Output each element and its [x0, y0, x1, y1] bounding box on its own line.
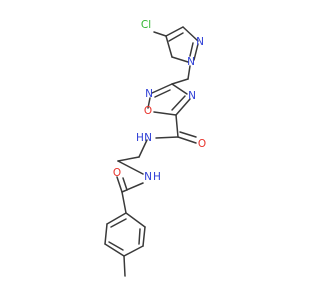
molecule-diagram: Cl N N N O N O H N N H O	[104, 19, 206, 277]
bond-pz-n2-n1	[193, 43, 199, 61]
oxygen-label: O	[144, 105, 152, 117]
bond-cl-c4	[153, 31, 167, 37]
bond-ar-3-4	[123, 245, 144, 257]
bond-n-ch2a	[138, 139, 148, 158]
atom-o-amide-2: O	[113, 167, 121, 179]
bond-ox-o1-c5	[153, 111, 177, 116]
atom-n-pyrazole-1: N	[187, 56, 195, 68]
bond-ar-5-6	[104, 223, 108, 245]
bond-pz-c4-c3-inner	[168, 32, 184, 42]
bond-ox-c3-n2	[151, 83, 173, 94]
atom-nh-amide-2: N H	[144, 171, 161, 183]
h-label: H	[136, 132, 144, 144]
molecule-structure: Cl N N N O N O H N N H O	[104, 19, 206, 277]
bond-ox-n2-o1	[147, 97, 151, 109]
nitrogen-label: N	[144, 132, 152, 144]
bond-camide-o	[177, 136, 197, 144]
bond-ar-1-2	[125, 212, 146, 228]
atom-n-oxadiazole-4: N	[188, 90, 196, 102]
nitrogen-label: N	[144, 171, 152, 183]
bond-ar-2-3	[142, 226, 146, 247]
bond-ar-2-3-inner	[138, 228, 141, 245]
atom-o-amide-1: O	[198, 138, 206, 150]
bond-n-camide2	[121, 182, 144, 193]
bond-pz-c4-c3	[165, 26, 184, 37]
oxygen-label: O	[113, 167, 121, 179]
h-label: H	[153, 171, 161, 183]
bond-c5-camide	[175, 114, 179, 138]
oxygen-label: O	[198, 138, 206, 150]
bond-camide-n	[155, 136, 179, 139]
bond-pz-n2-n1-inner	[189, 42, 194, 57]
atom-cl: Cl	[141, 19, 151, 31]
bond-ar-methyl	[123, 255, 126, 277]
bond-n1-ch2	[187, 65, 191, 80]
nitrogen-label: N	[188, 90, 196, 102]
bond-ar-6-1	[106, 212, 127, 225]
bond-ox-c5-n4	[175, 98, 191, 116]
bond-ch2b-n	[117, 160, 144, 175]
atom-nh-amide-1: H N	[136, 132, 152, 144]
nitrogen-label: N	[187, 56, 195, 68]
bond-ar-4-5	[104, 243, 125, 257]
nitrogen-label: N	[196, 36, 204, 48]
bond-camide2-ar	[121, 191, 127, 214]
atom-n-pyrazole-2: N	[196, 36, 204, 48]
atom-n-oxadiazole-2: N	[145, 88, 153, 100]
bond-ar-6-1-inner	[110, 218, 127, 228]
bond-pz-n1-c5	[171, 56, 189, 63]
bond-ar-4-5-inner	[108, 241, 124, 251]
chlorine-label: Cl	[141, 19, 151, 31]
bond-camide2-o	[116, 176, 123, 193]
bond-ox-c3-n2-inner	[154, 89, 171, 98]
bond-ox-c3-n4	[171, 83, 188, 95]
bond-ch2a-ch2b	[117, 156, 140, 162]
nitrogen-label: N	[145, 88, 153, 100]
bond-ox-c5-n4-inner	[171, 95, 186, 111]
bond-camide-o-double	[179, 131, 197, 138]
bond-ch2-c3ox	[171, 78, 189, 85]
bond-pz-c5-c4	[165, 35, 173, 58]
bond-pz-c3-n2	[182, 26, 199, 42]
atom-o-oxadiazole-1: O	[144, 105, 152, 117]
bond-camide2-o-double	[122, 177, 128, 191]
